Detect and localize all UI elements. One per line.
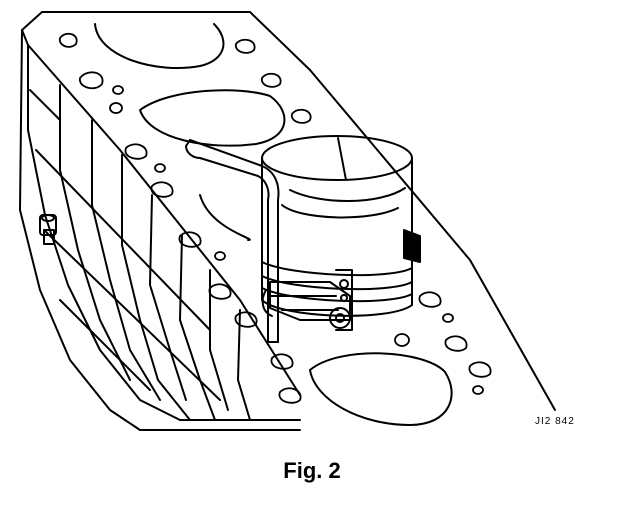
block-side-wall (19, 29, 301, 431)
block-deck (21, 11, 556, 411)
deck-holes (58, 32, 492, 404)
piston-crown (281, 204, 399, 219)
compressor-handle (185, 139, 280, 343)
figure-caption: Fig. 2 (283, 458, 341, 483)
figure-reference-code: JI2 842 (535, 416, 575, 427)
cylinder-bores (94, 23, 453, 426)
side-bolt (39, 214, 57, 245)
compressor-clamp (261, 269, 353, 331)
